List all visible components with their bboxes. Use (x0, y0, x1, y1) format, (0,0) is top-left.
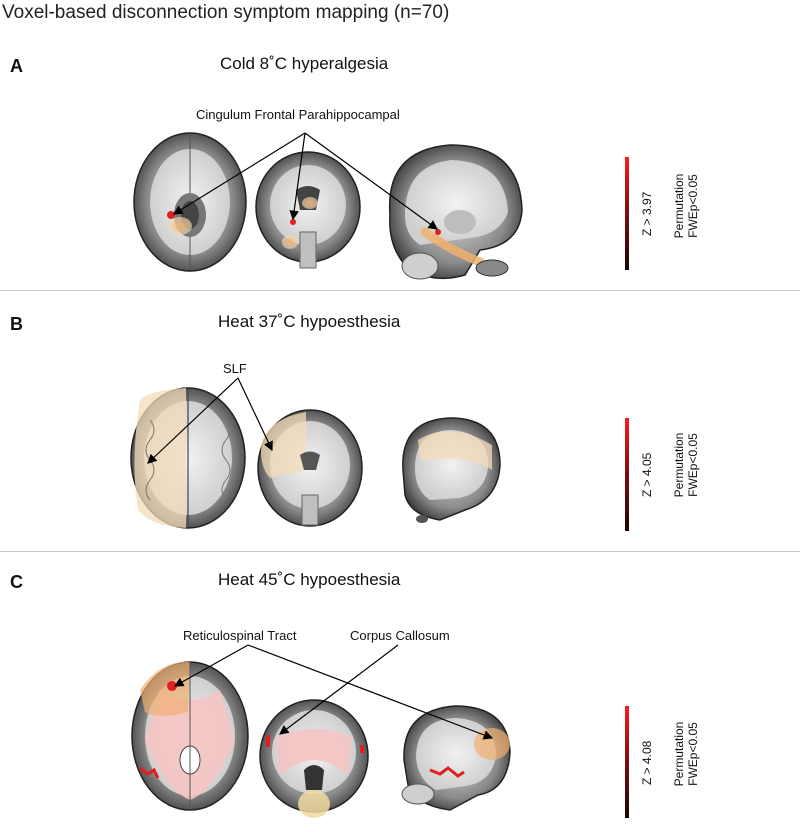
panel-a-title: Cold 8˚C hyperalgesia (220, 54, 389, 73)
panel-b-title: Heat 37˚C hypoesthesia (218, 312, 401, 331)
panel-b-letter: B (10, 314, 23, 334)
panel-c-annotation-callosum: Corpus Callosum (350, 628, 450, 643)
panel-b-axial-slice (130, 387, 246, 529)
panel-a-letter: A (10, 56, 23, 76)
panel-c-title: Heat 45˚C hypoesthesia (218, 570, 401, 589)
panel-a-colorbar (625, 157, 629, 270)
panel-a-axial-slice (133, 132, 247, 272)
figure-title: Voxel-based disconnection symptom mappin… (2, 2, 450, 23)
panel-b-sagittal-slice (402, 417, 501, 523)
panel-b-coronal-slice (257, 409, 363, 527)
panel-c-letter: C (10, 572, 23, 592)
panel-c-callout-arrows (173, 644, 494, 740)
divider-b-c (0, 551, 800, 552)
panel-a-annotation: Cingulum Frontal Parahippocampal (196, 107, 400, 122)
panel-b-colorbar (625, 418, 629, 531)
panel-c-annotation-reticulospinal: Reticulospinal Tract (183, 628, 297, 643)
panel-c-axial-slice (131, 661, 249, 811)
panel-b-callout-arrows (147, 377, 273, 464)
panel-a-sagittal-slice (388, 144, 523, 280)
panel-a-callout-arrows (172, 132, 438, 230)
panel-c-colorbar (625, 706, 629, 818)
divider-a-b (0, 290, 800, 291)
panel-c-sagittal-slice (401, 705, 511, 811)
panel-a-coronal-slice (255, 151, 361, 269)
panel-c-coronal-slice (259, 699, 369, 818)
panel-b-annotation: SLF (223, 361, 247, 376)
